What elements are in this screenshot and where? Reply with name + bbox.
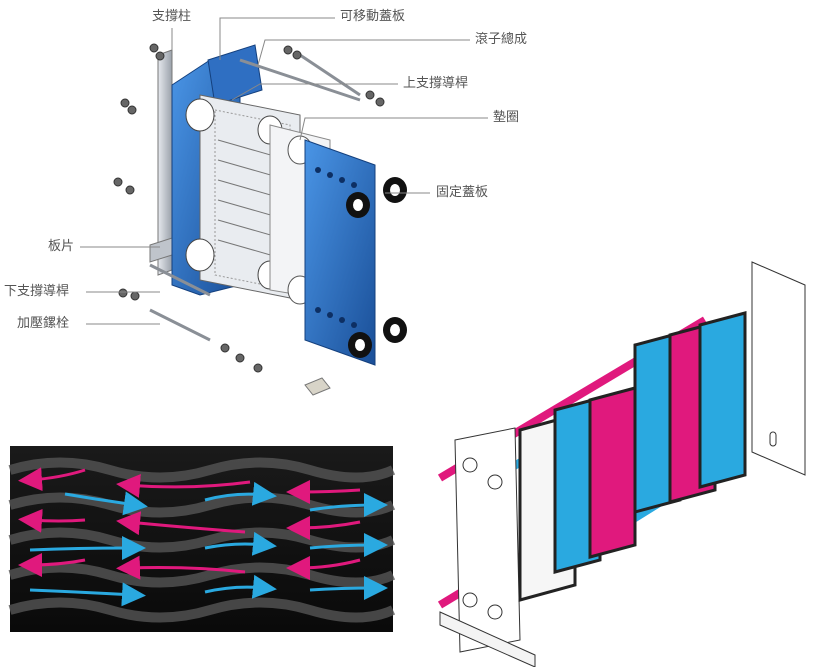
label-support-column: 支撐柱: [152, 9, 192, 24]
flow-channel-panel: [8, 446, 396, 632]
counterflow-schematic: [437, 261, 806, 667]
label-fixed-cover: 固定蓋板: [436, 185, 489, 200]
label-roller-assembly: 滾子總成: [475, 32, 528, 47]
exploded-view-illustration: [113, 43, 407, 396]
leader-lines: [80, 17, 488, 325]
label-movable-cover: 可移動蓋板: [340, 9, 406, 24]
label-plate: 板片: [48, 239, 75, 254]
label-gasket: 墊圈: [493, 110, 520, 125]
label-upper-guide-bar: 上支撐導桿: [403, 76, 469, 91]
label-lower-guide-bar: 下支撐導桿: [4, 284, 70, 299]
label-tightening-bolt: 加壓鏍栓: [17, 316, 70, 331]
port-gasket-rings: [346, 177, 407, 358]
